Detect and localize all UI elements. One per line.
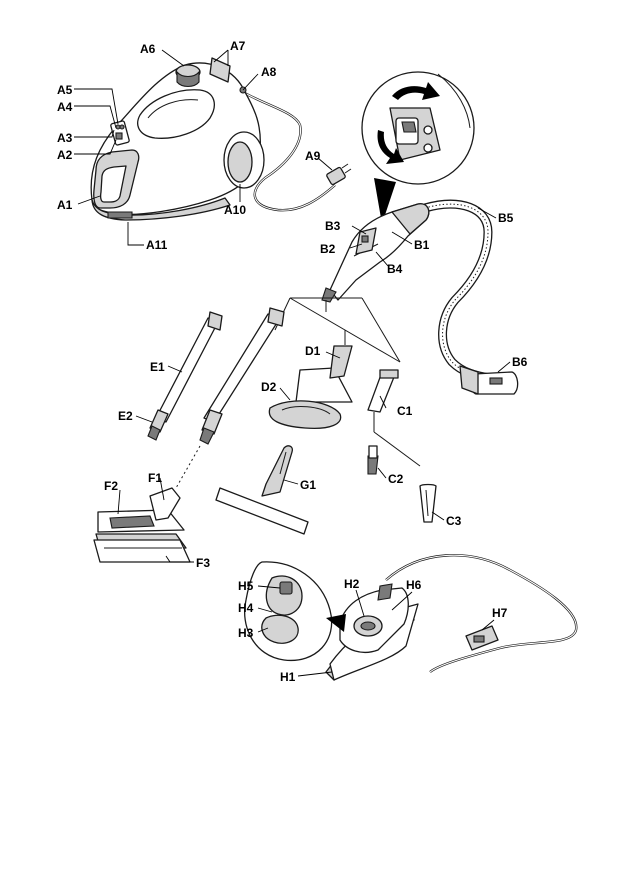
leader-lines	[74, 49, 511, 677]
label-f3: F3	[196, 556, 210, 570]
label-a3: A3	[57, 131, 73, 145]
label-a7: A7	[230, 39, 246, 53]
hand-nozzle	[268, 345, 353, 430]
label-a11: A11	[146, 238, 168, 252]
window-nozzle	[215, 445, 309, 535]
steam-cleaner-body	[90, 57, 352, 221]
label-e2: E2	[118, 409, 133, 423]
floor-nozzle	[93, 487, 191, 563]
label-h2: H2	[344, 577, 360, 591]
label-a4: A4	[57, 100, 73, 114]
label-a9: A9	[305, 149, 321, 163]
steam-gun	[321, 199, 519, 395]
extension-tubes	[147, 307, 285, 489]
label-a2: A2	[57, 148, 73, 162]
label-h3: H3	[238, 626, 254, 640]
point-jet-nozzle	[367, 369, 437, 523]
label-b1: B1	[414, 238, 430, 252]
label-e1: E1	[150, 360, 165, 374]
label-a5: A5	[57, 83, 73, 97]
label-h1: H1	[280, 670, 296, 684]
label-a10: A10	[224, 203, 246, 217]
part-labels: A1 A2 A3 A4 A5 A6 A7 A8 A9 A10 A11 B1 B2…	[57, 39, 528, 684]
steam-iron	[244, 554, 578, 681]
label-c2: C2	[388, 472, 404, 486]
label-a6: A6	[140, 42, 156, 56]
label-h5: H5	[238, 579, 254, 593]
label-c3: C3	[446, 514, 462, 528]
label-b5: B5	[498, 211, 514, 225]
label-d1: D1	[305, 344, 321, 358]
label-h7: H7	[492, 606, 508, 620]
label-a8: A8	[261, 65, 277, 79]
label-c1: C1	[397, 404, 413, 418]
label-b2: B2	[320, 242, 336, 256]
label-d2: D2	[261, 380, 277, 394]
label-h4: H4	[238, 601, 254, 615]
label-b6: B6	[512, 355, 528, 369]
label-g1: G1	[300, 478, 316, 492]
label-b3: B3	[325, 219, 341, 233]
label-h6: H6	[406, 578, 422, 592]
label-b4: B4	[387, 262, 403, 276]
label-a1: A1	[57, 198, 73, 212]
label-f1: F1	[148, 471, 162, 485]
switch-detail-inset	[361, 71, 475, 224]
label-f2: F2	[104, 479, 118, 493]
mains-plug	[326, 163, 352, 186]
